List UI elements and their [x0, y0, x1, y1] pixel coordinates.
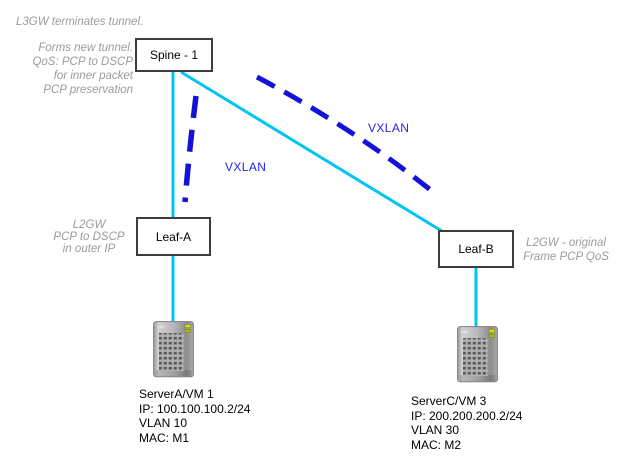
link-spine-to-leafb — [180, 70, 446, 235]
vxlan-tunnel-right-dashed — [255, 74, 440, 198]
vxlan-tunnel-left-dashed — [182, 95, 199, 203]
server-c-vlan: VLAN 30 — [411, 423, 460, 437]
node-leaf-a-label: Leaf-A — [155, 229, 192, 244]
server-a-ip: IP: 100.100.100.2/24 — [139, 401, 251, 416]
server-a-name: ServerA/VM 1 — [139, 387, 214, 401]
server-a-info: ServerA/VM 1 IP: 100.100.100.2/24 VLAN 1… — [139, 387, 250, 445]
server-tower-icon — [153, 321, 194, 378]
server-a-vlan: VLAN 10 — [139, 416, 188, 430]
server-c-info: ServerC/VM 3 IP: 200.200.200.2/24 VLAN 3… — [411, 394, 522, 452]
node-spine-1: Spine - 1 — [135, 38, 213, 72]
server-c-name: ServerC/VM 3 — [411, 394, 487, 408]
node-leaf-b-label: Leaf-B — [458, 242, 494, 256]
node-leaf-b: Leaf-B — [438, 230, 514, 268]
note-spine-qos: Forms new tunnel. QoS: PCP to DSCP for i… — [32, 42, 133, 96]
note-l3gw-terminates: L3GW terminates tunnel. — [16, 16, 144, 28]
server-a-mac: MAC: M1 — [139, 430, 190, 445]
note-leaf-b-l2gw: L2GW - original Frame PCP QoS — [523, 237, 609, 263]
node-spine-1-label: Spine - 1 — [149, 48, 199, 62]
server-c-ip: IP: 200.200.200.2/24 — [411, 408, 523, 423]
server-tower-icon — [457, 326, 498, 383]
vxlan-label-right: VXLAN — [368, 121, 410, 135]
vxlan-label-left: VXLAN — [225, 160, 267, 174]
server-c-mac: MAC: M2 — [411, 437, 462, 452]
note-leaf-a-l2gw: L2GW PCP to DSCP in outer IP — [53, 219, 125, 255]
node-leaf-a: Leaf-A — [136, 217, 211, 256]
